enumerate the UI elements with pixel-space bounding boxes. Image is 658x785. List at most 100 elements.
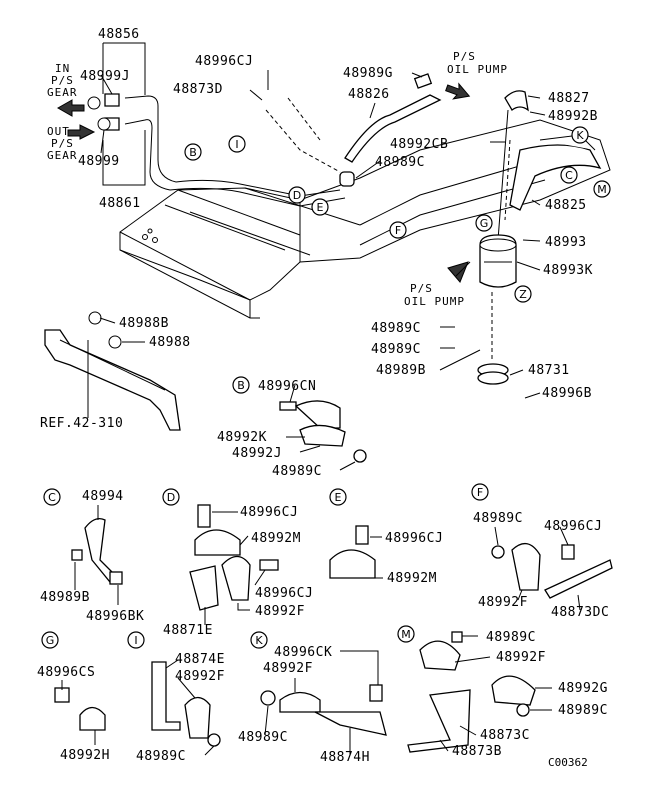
part-48988: 48988 <box>149 335 191 350</box>
svg-text:GEAR: GEAR <box>47 86 78 99</box>
svg-text:B: B <box>189 146 197 159</box>
part-48992b: 48992B <box>548 109 598 124</box>
part-48989c-a: 48989C <box>371 321 421 336</box>
detail-g-parts <box>54 687 106 731</box>
part-48989c-b-detail: 48989C <box>272 464 322 479</box>
part-48996cn: 48996CN <box>258 379 316 394</box>
part-48874e: 48874E <box>175 652 225 667</box>
callout-c-top: C <box>560 166 578 184</box>
part-48873c: 48873C <box>480 728 530 743</box>
part-48994: 48994 <box>82 489 124 504</box>
part-48827: 48827 <box>548 91 590 106</box>
part-48989c-m2: 48989C <box>558 703 608 718</box>
gear-hoses <box>87 93 346 207</box>
svg-text:IN: IN <box>55 62 70 75</box>
callout-z-top: Z <box>514 285 532 303</box>
part-48989c-m: 48989C <box>486 630 536 645</box>
svg-text:M: M <box>401 628 411 641</box>
part-48996cj-e: 48996CJ <box>385 531 443 546</box>
part-48989b-c: 48989B <box>40 590 90 605</box>
part-48999j: 48999J <box>80 69 130 84</box>
part-48826: 48826 <box>348 87 390 102</box>
part-48874h: 48874H <box>320 750 370 765</box>
part-48993k: 48993K <box>543 263 593 278</box>
detail-b-parts <box>279 400 367 463</box>
ref-label: REF.42-310 <box>40 416 123 431</box>
svg-text:F: F <box>477 486 483 499</box>
part-48873dc: 48873DC <box>551 605 609 620</box>
reservoir <box>477 234 517 385</box>
in-gear-label: IN P/S GEAR <box>47 62 78 99</box>
svg-text:C: C <box>565 169 573 182</box>
part-48989c-top: 48989C <box>375 155 425 170</box>
callout-m-detail: M <box>397 625 415 643</box>
svg-text:M: M <box>597 183 607 196</box>
part-48989b-z: 48989B <box>376 363 426 378</box>
leader-lines <box>61 42 581 756</box>
callout-i-top: I <box>228 135 246 153</box>
part-48996ck: 48996CK <box>274 645 332 660</box>
part-48873b: 48873B <box>452 744 502 759</box>
svg-text:P/S: P/S <box>410 282 433 295</box>
svg-text:K: K <box>255 634 263 647</box>
callout-b-top: B <box>184 143 202 161</box>
callout-f-detail: F <box>471 483 489 501</box>
part-48996cj-top: 48996CJ <box>195 54 253 69</box>
callout-c-detail: C <box>43 488 61 506</box>
part-48996cj-f: 48996CJ <box>544 519 602 534</box>
part-48993: 48993 <box>545 235 587 250</box>
callout-f-top: F <box>389 221 407 239</box>
callout-g-top: G <box>475 214 493 232</box>
part-48999: 48999 <box>78 154 120 169</box>
svg-text:OIL PUMP: OIL PUMP <box>404 295 465 308</box>
detail-i-parts <box>151 661 221 747</box>
part-48989c-i: 48989C <box>136 749 186 764</box>
svg-text:Z: Z <box>519 288 527 301</box>
svg-text:C: C <box>48 491 56 504</box>
leaders-dashed <box>265 97 341 173</box>
callout-b-detail: B <box>232 376 250 394</box>
part-48992m-e: 48992M <box>387 571 437 586</box>
svg-text:P/S: P/S <box>51 137 74 150</box>
callout-d-top: D <box>288 186 306 204</box>
part-48989g: 48989G <box>343 66 393 81</box>
part-48992f-d: 48992F <box>255 604 305 619</box>
detail-k-parts <box>260 684 387 736</box>
svg-text:OUT: OUT <box>47 125 70 138</box>
detail-d-parts <box>189 504 279 611</box>
part-48992f-k: 48992F <box>263 661 313 676</box>
part-48992h: 48992H <box>60 748 110 763</box>
svg-text:B: B <box>237 379 245 392</box>
part-48996bk: 48996BK <box>86 609 144 624</box>
part-48996b: 48996B <box>542 386 592 401</box>
part-48992f-i: 48992F <box>175 669 225 684</box>
part-48988b: 48988B <box>119 316 169 331</box>
part-48871e: 48871E <box>163 623 213 638</box>
svg-text:P/S: P/S <box>51 74 74 87</box>
callout-i-detail: I <box>127 631 145 649</box>
part-48992k: 48992K <box>217 430 267 445</box>
part-48996cj-d2: 48996CJ <box>255 586 313 601</box>
out-gear-label: OUT P/S GEAR <box>47 125 77 162</box>
svg-text:D: D <box>167 491 175 504</box>
pump-pipe <box>497 90 602 241</box>
part-48825: 48825 <box>545 198 587 213</box>
part-48992cb: 48992CB <box>390 137 448 152</box>
part-48989c-k: 48989C <box>238 730 288 745</box>
detail-c-parts <box>71 517 123 585</box>
callout-e-detail: E <box>329 488 347 506</box>
part-48989c-b: 48989C <box>371 342 421 357</box>
callout-k-detail: K <box>250 631 268 649</box>
callout-m-top: M <box>593 180 611 198</box>
svg-text:I: I <box>235 138 238 151</box>
svg-text:E: E <box>335 491 342 504</box>
svg-text:G: G <box>480 217 489 230</box>
part-48992j: 48992J <box>232 446 282 461</box>
callout-d-detail: D <box>162 488 180 506</box>
svg-text:D: D <box>293 189 301 202</box>
svg-text:OIL PUMP: OIL PUMP <box>447 63 508 76</box>
pump-label-top: P/S OIL PUMP <box>447 50 508 76</box>
part-numbers: 48856 48999J 48999 48861 48996CJ 48873D … <box>37 27 609 765</box>
pump-label-mid: P/S OIL PUMP <box>404 282 465 308</box>
